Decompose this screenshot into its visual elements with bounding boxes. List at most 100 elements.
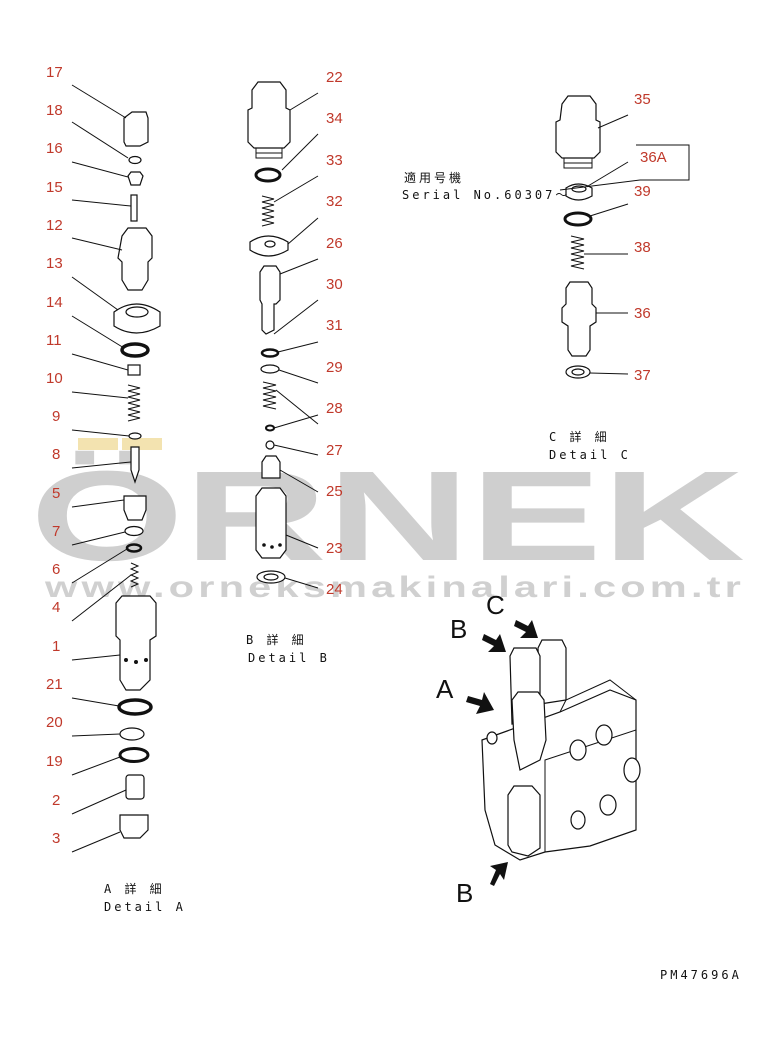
part-number-21: 21 [46,676,63,693]
part-number-6: 6 [52,561,60,578]
part-28-spring [262,381,277,410]
part-number-14: 14 [46,294,63,311]
watermark: ÖRNEK www.orneksmakinalari.com.tr [30,438,745,604]
part-35-cap [555,95,601,159]
part-16-nut [127,171,144,186]
part-number-19: 19 [46,753,63,770]
detail-b-parts [247,81,319,589]
part-18-ring [128,155,142,165]
part-3-plug [119,814,149,839]
detail-a-parts [71,84,161,853]
part-number-3: 3 [52,830,60,847]
port [595,724,613,746]
view-marker-b-top: B [450,614,467,644]
part-number-39: 39 [634,183,651,200]
part-number-20: 20 [46,714,63,731]
part-number-36: 36 [634,305,651,322]
detail-c-labels: 35 36A 39 38 36 37 適用号機 Serial No.60307～… [402,91,667,462]
part-number-8: 8 [52,446,60,463]
part-36-spool [561,281,597,357]
part-14-o-ring [120,342,150,358]
detail-a-labels: 17 18 16 15 12 13 14 11 10 9 8 5 7 6 4 1… [46,64,183,914]
part-number-29: 29 [326,359,343,376]
part-number-11: 11 [46,332,62,349]
part-number-5: 5 [52,485,60,502]
part-number-31: 31 [326,317,343,334]
part-2-sleeve [125,774,145,800]
watermark-brand: ÖRNEK [30,445,745,588]
part-number-34: 34 [326,110,343,127]
part-29-ring [260,364,280,374]
port [599,794,617,816]
part-22-cap [247,81,291,149]
part-number-18: 18 [46,102,63,119]
watermark-accent [78,438,118,450]
part-number-22: 22 [326,69,343,86]
detail-c-parts [555,95,690,379]
part-number-17: 17 [46,64,63,81]
part-number-12: 12 [46,217,63,234]
part-number-10: 10 [46,370,63,387]
part-13-bore [125,306,149,318]
part-number-35: 35 [634,91,651,108]
view-marker-b-bottom: B [456,878,473,908]
detail-a-title-jp: A 詳 細 [104,881,165,896]
part-15-screw [130,194,138,222]
view-marker-a: A [436,674,454,704]
arrow-a [466,692,494,714]
part-19-o-ring [118,747,150,763]
part-39-o-ring [563,211,593,227]
part-21-o-ring [117,698,153,716]
part-number-26: 26 [326,235,343,252]
serial-note-jp: 適用号機 [404,170,464,185]
part-38-spring [570,235,585,270]
arrow-b-bottom [490,862,508,886]
part-17-cap [123,111,149,147]
part-27-nut [265,440,275,450]
part-11-plug [127,364,141,376]
part-number-1: 1 [52,638,60,655]
arrow-c [514,620,538,638]
part-9-washer [128,432,142,440]
part-33-spring [261,195,275,227]
detail-b-title-en: Detail B [248,651,330,665]
part-number-2: 2 [52,792,60,809]
part-number-9: 9 [52,408,60,425]
part-number-33: 33 [326,152,343,169]
port [623,757,641,783]
part-6-o-ring [125,543,143,553]
detail-b-title-jp: B 詳 細 [246,632,307,647]
part-10-spring [127,384,141,422]
cartridge-c [537,639,567,705]
part-number-27: 27 [326,442,343,459]
detail-c-title-en: Detail C [549,448,631,462]
cartridge-b-bottom [507,785,541,857]
arrow-b-top [482,634,506,652]
drawing-code: PM47696A [660,968,742,982]
part-34-o-ring [254,167,282,183]
part-number-28: 28 [326,400,343,417]
part-number-7: 7 [52,523,60,540]
part-number-30: 30 [326,276,343,293]
part-30-spool [259,265,281,335]
port [486,731,498,745]
part-27-o-ring [265,424,275,432]
part-number-36a: 36A [640,149,667,166]
part-number-23: 23 [326,540,343,557]
detail-c-title-jp: C 詳 細 [549,429,610,444]
part-number-15: 15 [46,179,63,196]
port [569,739,587,761]
part-8-poppet [130,446,140,484]
part-1-valve-body [115,595,157,691]
part-23-sleeve [255,487,287,559]
part-25-piston [261,455,281,479]
watermark-url: www.orneksmakinalari.com.tr [44,571,745,604]
part-number-13: 13 [46,255,63,272]
view-marker-c: C [486,590,505,620]
valve-block [481,689,637,861]
part-5-seat [123,495,147,521]
detail-b-labels: 22 34 33 32 26 30 31 29 28 27 25 23 24 B… [246,69,343,665]
valve-assembly [466,620,641,886]
part-number-16: 16 [46,140,63,157]
